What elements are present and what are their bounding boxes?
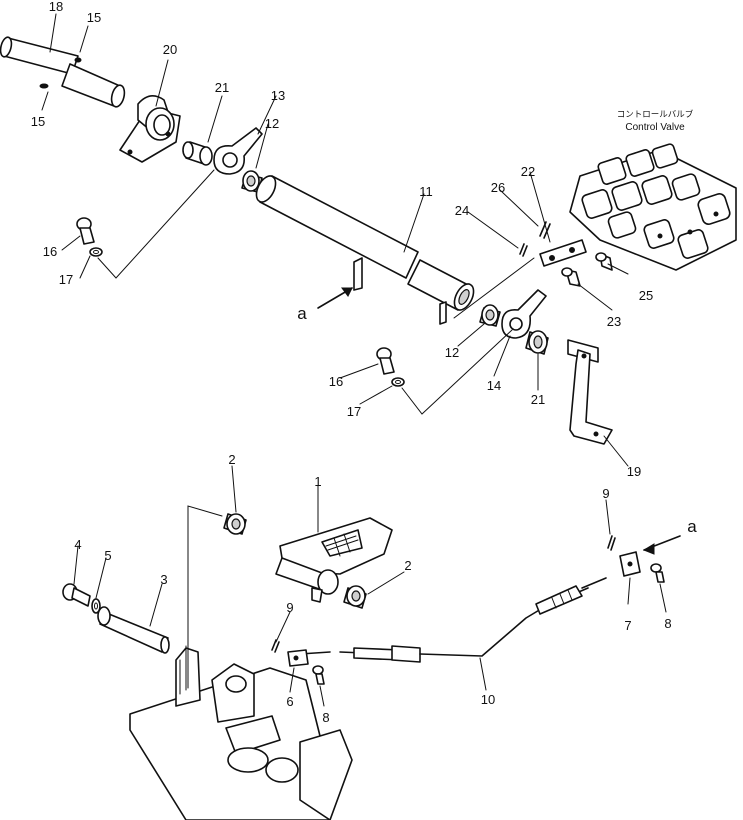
view-arrow-a-upper <box>317 287 353 309</box>
callout-10: 10 <box>481 692 495 707</box>
part-1-pedal <box>275 517 393 603</box>
callout-3: 3 <box>160 572 167 587</box>
part-17-washer-lower <box>391 377 405 387</box>
part-2-bushing-right <box>343 585 367 609</box>
part-23-pin <box>561 267 581 287</box>
callout-labels: 18 15 15 20 21 13 12 16 17 11 22 26 24 2… <box>31 0 698 725</box>
callout-9: 9 <box>602 486 609 501</box>
floor-plate-assembly <box>129 645 353 820</box>
callout-22: 22 <box>521 164 535 179</box>
callout-21: 21 <box>531 392 545 407</box>
callout-7: 7 <box>624 618 631 633</box>
part-10-control-cable <box>299 577 607 663</box>
callout-4: 4 <box>74 537 81 552</box>
part-17-washer-top <box>89 247 103 257</box>
callout-9: 9 <box>286 600 293 615</box>
callout-2: 2 <box>228 452 235 467</box>
callout-8: 8 <box>664 616 671 631</box>
callout-17: 17 <box>59 272 73 287</box>
part-16-bolt-top <box>76 217 95 245</box>
control-valve-assembly <box>569 143 737 271</box>
callout-21: 21 <box>215 80 229 95</box>
part-21-bushing-lower <box>525 330 549 355</box>
callout-8: 8 <box>322 710 329 725</box>
part-9-cotter-pin-lower <box>271 639 280 653</box>
callout-12: 12 <box>265 116 279 131</box>
part-25-pin <box>595 252 613 271</box>
callout-2: 2 <box>404 558 411 573</box>
part-12-bushing-lower <box>479 304 501 327</box>
part-13-lever <box>213 127 263 175</box>
control-valve-label-en: Control Valve <box>625 122 685 133</box>
view-marker-a: a <box>297 304 307 323</box>
callout-1: 1 <box>314 474 321 489</box>
callout-6: 6 <box>286 694 293 709</box>
part-8-bolt-lower <box>312 665 325 685</box>
part-2-bushing-left <box>223 513 247 535</box>
callout-12: 12 <box>445 345 459 360</box>
part-12-bushing-top <box>241 170 263 193</box>
part-16-bolt-lower <box>376 347 395 375</box>
part-22-clevis <box>539 239 587 267</box>
callout-14: 14 <box>487 378 501 393</box>
part-24-cotter-pin <box>519 243 528 257</box>
part-19-bracket <box>567 339 613 445</box>
part-5-washer <box>91 598 101 614</box>
part-3-pin <box>97 606 170 654</box>
part-6-clevis <box>287 649 309 667</box>
control-valve-label-jp: コントロールバルブ <box>617 109 694 120</box>
callout-16: 16 <box>329 374 343 389</box>
callout-15: 15 <box>87 10 101 25</box>
callout-24: 24 <box>455 203 469 218</box>
part-7-clevis <box>619 551 641 577</box>
view-arrow-a-lower <box>642 535 681 555</box>
callout-25: 25 <box>639 288 653 303</box>
callout-13: 13 <box>271 88 285 103</box>
part-11-cross-shaft <box>255 175 475 325</box>
callout-5: 5 <box>104 548 111 563</box>
callout-20: 20 <box>163 42 177 57</box>
callout-26: 26 <box>491 180 505 195</box>
part-20-bearing-bracket <box>119 95 181 163</box>
callout-18: 18 <box>49 0 63 14</box>
view-marker-a: a <box>687 517 697 536</box>
callout-17: 17 <box>347 404 361 419</box>
part-9-cotter-pin-upper <box>607 535 616 551</box>
part-8-bolt-upper <box>650 563 665 583</box>
leader-lines <box>41 13 667 707</box>
part-21-bushing-top <box>182 141 213 166</box>
callout-23: 23 <box>607 314 621 329</box>
part-18-shaft <box>0 36 126 108</box>
callout-15: 15 <box>31 114 45 129</box>
part-4-bolt <box>62 583 91 607</box>
callout-19: 19 <box>627 464 641 479</box>
callout-16: 16 <box>43 244 57 259</box>
callout-11: 11 <box>419 184 433 199</box>
